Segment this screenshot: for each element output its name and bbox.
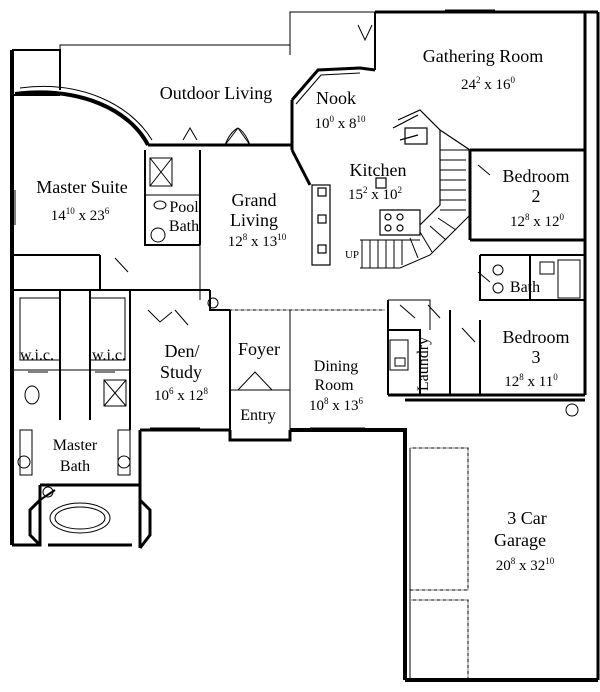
kitchen-counters	[311, 109, 471, 266]
windows	[14, 9, 599, 429]
dining-name: Dining	[314, 358, 358, 375]
grand-living-name: Grand	[232, 190, 277, 210]
fixtures	[17, 157, 581, 534]
dining-dims: 108 x 136	[309, 396, 364, 414]
bedroom2-dims: 128 x 120	[510, 212, 565, 230]
pool-bath-name-2: Bath	[169, 218, 199, 235]
nook-dims: 100 x 810	[315, 114, 367, 132]
garage-outline	[232, 309, 469, 680]
wic-left-name: w.i.c.	[20, 347, 54, 364]
garage-name-2: Garage	[494, 530, 546, 550]
bedroom3-name: Bedroom	[503, 327, 570, 347]
kitchen-dims: 152 x 102	[348, 185, 402, 203]
master-bath-name: Master	[53, 437, 98, 454]
outdoor-living-name: Outdoor Living	[160, 83, 273, 103]
nook-name: Nook	[316, 88, 356, 108]
foyer-name: Foyer	[238, 339, 280, 359]
wic-right-name: w.i.c.	[92, 347, 126, 364]
exterior-walls	[10, 10, 600, 682]
gathering-room-name: Gathering Room	[423, 46, 543, 66]
den-name: Den/	[165, 341, 200, 361]
stair-up-label: UP	[345, 249, 359, 261]
laundry-name: Laundry	[415, 337, 432, 391]
staircase	[360, 149, 471, 269]
bedroom2-name: Bedroom	[503, 166, 570, 186]
doors	[28, 24, 491, 391]
grand-living-dims: 128 x 1310	[228, 232, 287, 250]
grand-living-name-2: Living	[230, 210, 278, 230]
pool-bath-name: Pool	[169, 199, 199, 216]
den-dims: 106 x 128	[154, 386, 209, 404]
kitchen-name: Kitchen	[350, 160, 407, 180]
entry-name: Entry	[240, 407, 276, 424]
garage-dims: 208 x 3210	[496, 556, 555, 574]
bedroom3-number: 3	[532, 347, 541, 367]
bath-name: Bath	[510, 279, 540, 296]
master-bath-name-2: Bath	[60, 458, 90, 475]
gathering-room-dims: 242 x 160	[461, 75, 516, 93]
den-name-2: Study	[160, 362, 202, 382]
dining-name-2: Room	[314, 377, 354, 394]
bedroom2-number: 2	[532, 186, 541, 206]
master-suite-name: Master Suite	[36, 177, 128, 197]
bedroom3-dims: 128 x 110	[504, 372, 558, 390]
garage-name: 3 Car	[507, 508, 547, 528]
master-suite-dims: 1410 x 236	[51, 206, 110, 224]
